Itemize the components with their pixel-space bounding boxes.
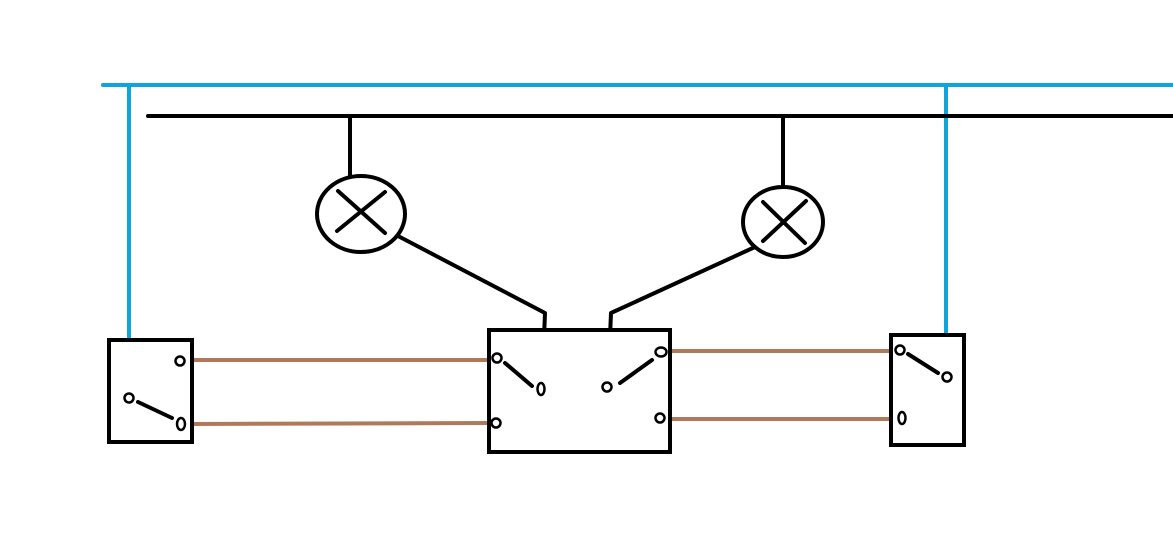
switch-right-upper-terminal <box>894 344 906 356</box>
switch-middle-left-upper-terminal <box>491 352 503 364</box>
switch-right-common-terminal <box>941 371 953 383</box>
switch-middle-right-upper-terminal <box>654 346 668 358</box>
traveler-wires <box>185 349 895 426</box>
switch-right-lever <box>906 352 940 375</box>
switch-left-lever <box>136 400 174 420</box>
switch-middle-box <box>487 328 672 454</box>
switch-middle-right-common-terminal <box>601 381 613 393</box>
switch-middle <box>487 328 672 454</box>
switch-middle-right-lever <box>618 358 654 385</box>
switch-right <box>889 333 966 447</box>
switch-middle-left-lower-terminal <box>490 417 502 429</box>
switch-middle-right-lower-terminal <box>654 412 666 424</box>
switch-left-upper-terminal <box>174 355 186 367</box>
switch-right-lower-terminal <box>897 410 907 426</box>
lamp-right <box>741 185 825 259</box>
switch-middle-left-lever <box>503 361 534 388</box>
lamp-left <box>315 174 407 254</box>
switch-left <box>107 338 194 444</box>
switch-left-lower-terminal <box>175 416 187 432</box>
switch-middle-left-common-terminal <box>536 381 546 397</box>
switch-left-common-terminal <box>123 392 135 404</box>
lamp-right-cross-icon <box>761 199 808 245</box>
lamp-left-cross-icon <box>335 189 387 235</box>
traveler-left-lower-wire <box>189 421 491 426</box>
